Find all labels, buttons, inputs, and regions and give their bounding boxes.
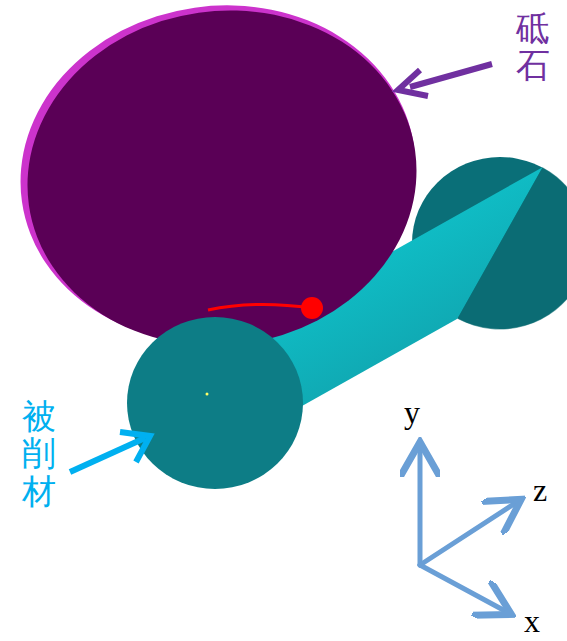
contact-point xyxy=(301,297,323,319)
wheel-leader xyxy=(398,64,492,96)
coordinate-axes xyxy=(420,447,517,612)
wheel-face xyxy=(6,0,439,371)
contact-curve xyxy=(208,304,312,310)
axis-label: z xyxy=(533,474,547,506)
grinding-wheel xyxy=(0,0,438,371)
cylinder-front-face xyxy=(127,317,303,489)
part-name: 被削材 xyxy=(22,398,56,510)
workpiece-leader xyxy=(70,432,150,472)
center-point xyxy=(206,393,209,396)
axis-label: y xyxy=(404,396,420,428)
part-name: 砥石 xyxy=(516,10,550,85)
axis-label: x xyxy=(524,605,540,637)
cylinder-back-shade xyxy=(457,167,567,329)
